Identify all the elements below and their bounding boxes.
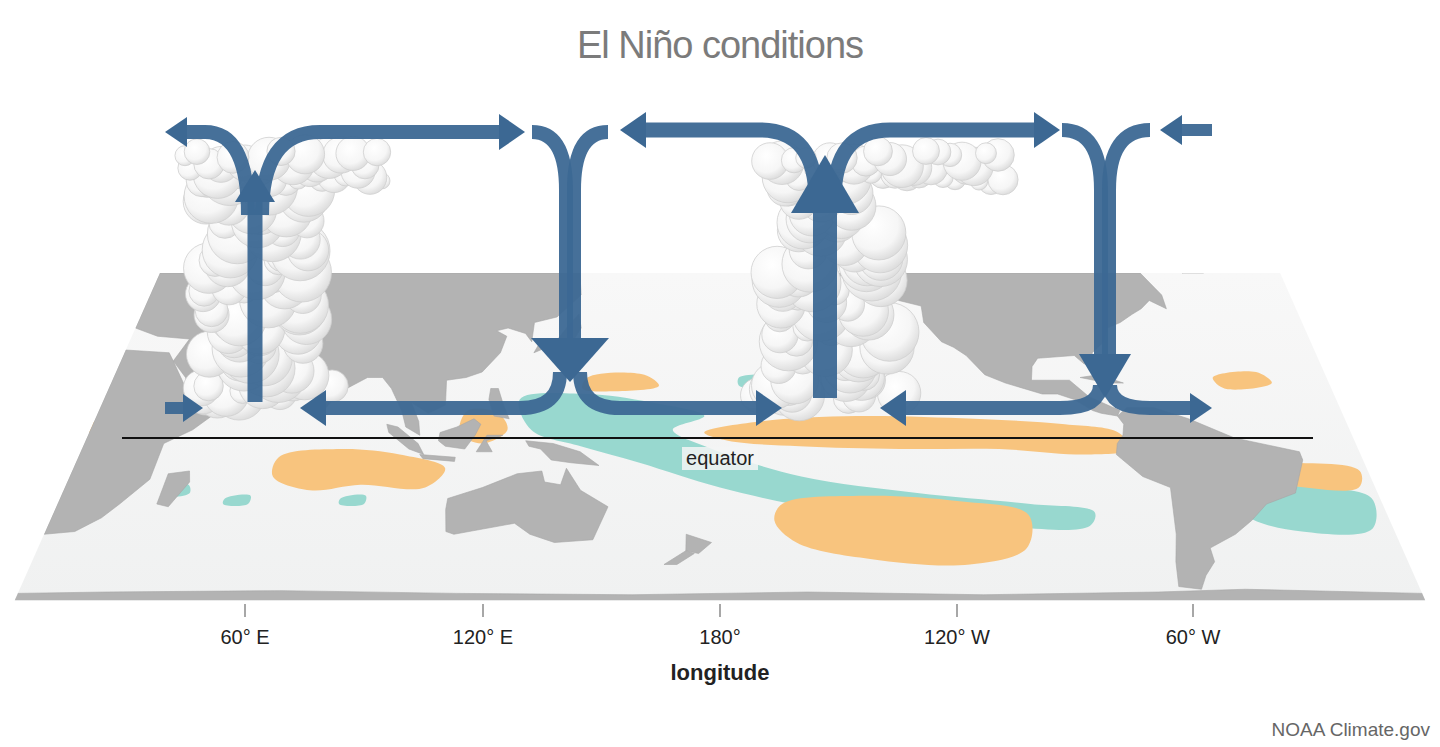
landmass [135,273,581,435]
convection-clouds [175,135,1018,421]
arrow-shaft [183,132,248,215]
axis-title: longitude [671,660,770,685]
arrow-head [235,170,275,202]
anomaly-region [582,372,659,391]
arrow-head [756,390,782,426]
continents [0,262,1440,631]
landmass [438,419,480,449]
longitude-tick-label: 120° E [453,626,513,649]
anomaly-region [774,496,1032,566]
arrow-shaft [262,132,505,215]
world-map [0,262,1440,631]
arrow-head [880,390,906,426]
arrow-head [531,338,609,382]
landmass [526,441,599,466]
arrow-head [183,394,203,422]
arrow-head [620,112,646,148]
landmass [446,468,608,542]
arrow-shaft [813,210,837,398]
longitude-ticks [245,604,1193,617]
anomaly-region [223,495,251,506]
landmass [1330,356,1425,425]
tick-mark [482,604,484,617]
landmass [0,589,1440,630]
arrow-shaft [248,195,263,402]
arrow-head [1190,393,1212,423]
cloud-column [175,135,391,420]
map-content [0,262,1440,631]
longitude-tick-label: 120° W [924,626,990,649]
cloud-puff [363,138,390,165]
arrow-shaft [898,385,1100,408]
arrow-shaft [1062,130,1101,360]
cloud-puff [913,138,940,165]
source-credit: NOAA Climate.gov [1272,719,1430,741]
cloud-column [741,137,1019,421]
arrow-head [499,114,525,150]
anomaly-region [272,449,445,491]
arrow-head [300,390,326,426]
walker-circulation-arrows [165,112,1212,426]
landmass [1116,408,1302,590]
arrow-shaft [532,132,566,345]
landmass [44,350,221,534]
landmass [157,471,190,507]
anomaly-region [339,495,367,506]
cloud-puff [184,139,210,165]
anomaly-region [1213,371,1272,390]
diagram-title: El Niño conditions [577,24,863,68]
tick-mark [1192,604,1194,617]
arrow-shaft [1110,385,1194,408]
landmass [664,551,694,565]
map-plane [15,273,1425,600]
longitude-tick-label: 60° W [1166,626,1221,649]
arrow-shaft [580,372,762,408]
equator-line [122,437,1313,439]
arrow-head [791,155,859,213]
cloud-puff [976,143,997,164]
anomaly-region [704,416,1131,455]
longitude-tick-label: 180° [699,626,740,649]
arrow-shaft [318,372,560,408]
landmass [1182,262,1215,273]
tick-mark [956,604,958,617]
longitude-tick-label: 60° E [220,626,269,649]
arrow-head [165,117,187,147]
arrow-shaft [1109,130,1150,360]
arrow-shaft [1178,124,1212,136]
tick-mark [719,604,721,617]
equator-label: equator [682,447,758,470]
arrow-head [1034,112,1060,148]
arrow-shaft [834,130,1040,200]
landmass [686,534,712,553]
arrow-head [1079,354,1131,398]
arrow-shaft [165,402,186,414]
tick-mark [244,604,246,617]
arrow-shaft [574,132,608,345]
arrow-head [1160,115,1182,145]
arrow-shaft [640,130,816,200]
landmass [420,455,456,462]
landmass [387,424,424,454]
